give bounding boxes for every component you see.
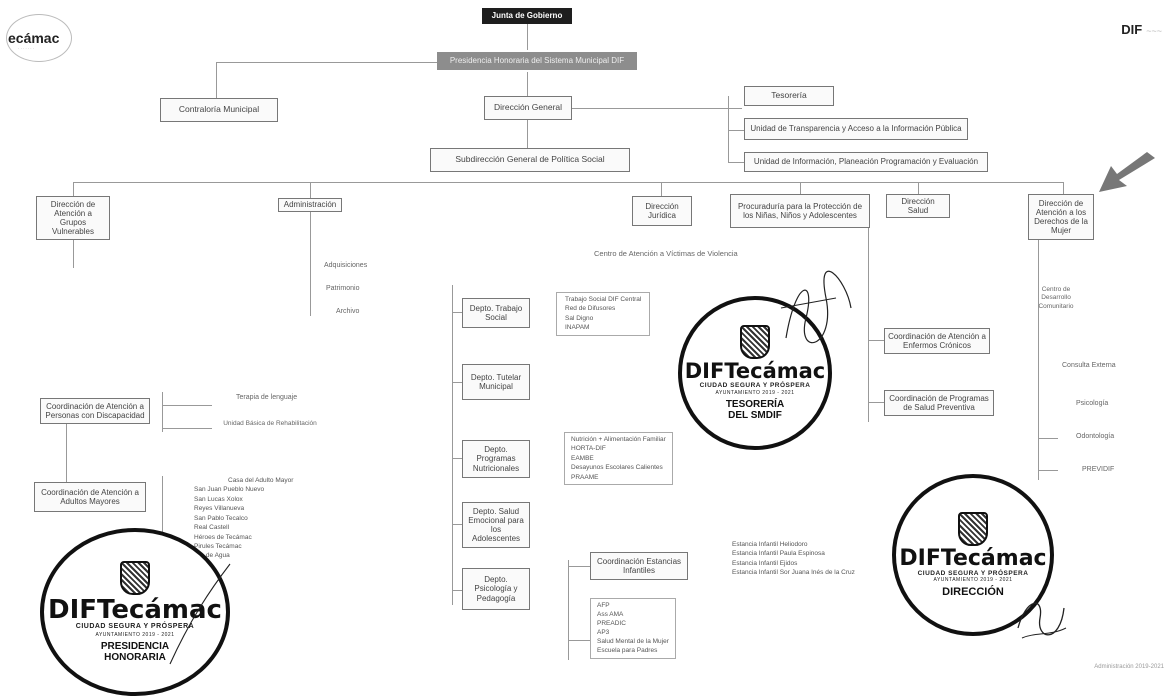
stamp-role: TESORERÍA DEL SMDIF bbox=[725, 398, 785, 421]
coord-estancias-box: Coordinación Estancias Infantiles bbox=[590, 552, 688, 580]
tesoreria-stamp: DIFTecámac CIUDAD SEGURA Y PRÓSPERA AYUN… bbox=[678, 296, 832, 450]
depto-trabajo-social-box: Depto. Trabajo Social bbox=[462, 298, 530, 328]
administracion-box: Administración bbox=[278, 198, 342, 212]
trabajo-list: Trabajo Social DIF Central Red de Difuso… bbox=[556, 292, 651, 336]
list-item: EAMBE bbox=[571, 454, 594, 462]
pointing-arrow-icon bbox=[1099, 152, 1155, 192]
unidad-informacion-box: Unidad de Información, Planeación Progra… bbox=[744, 152, 988, 172]
list-item: San Pablo Tecalco bbox=[194, 514, 248, 522]
patrimonio-label: Patrimonio bbox=[326, 285, 360, 292]
previdif-label: PREVIDIF bbox=[1082, 466, 1115, 473]
psico-list: AFP Ass AMA PREADIC AP3 Salud Mental de … bbox=[590, 598, 676, 659]
centro-victimas-label: Centro de Atención a Víctimas de Violenc… bbox=[594, 249, 738, 258]
stamp-period: AYUNTAMIENTO 2019 - 2021 bbox=[95, 631, 175, 638]
signature-icon bbox=[1017, 602, 1067, 639]
urbr-label: Unidad Básica de Rehabilitación bbox=[223, 420, 317, 427]
coat-of-arms-icon bbox=[120, 561, 150, 596]
depto-salud-emocional-box: Depto. Salud Emocional para los Adolesce… bbox=[462, 502, 530, 548]
coord-discapacidad-box: Coordinación de Atención a Personas con … bbox=[40, 398, 150, 424]
presidencia-stamp: DIFTecámac CIUDAD SEGURA Y PRÓSPERA AYUN… bbox=[40, 528, 230, 696]
contraloria-box: Contraloría Municipal bbox=[160, 98, 278, 122]
list-item: HORTA-DIF bbox=[571, 445, 606, 453]
list-item: Desayunos Escolares Calientes bbox=[571, 464, 663, 472]
dif-logo: DIF~~~ bbox=[1121, 22, 1162, 37]
list-item: Héroes de Tecámac bbox=[194, 533, 252, 541]
stamp-period: AYUNTAMIENTO 2019 - 2021 bbox=[933, 577, 1013, 584]
list-item: AFP bbox=[597, 602, 610, 609]
stamp-role: PRESIDENCIA HONORARIA bbox=[100, 640, 170, 663]
odontologia-label: Odontología bbox=[1076, 433, 1115, 440]
centro-desarrollo-label: Centro de Desarrollo Comunitario bbox=[1038, 286, 1074, 310]
footer-text: Administración 2019-2021 bbox=[1094, 664, 1164, 670]
direccion-stamp: DIFTecámac CIUDAD SEGURA Y PRÓSPERA AYUN… bbox=[892, 474, 1054, 636]
board-box: Junta de Gobierno bbox=[482, 8, 572, 24]
list-item: PRAAME bbox=[571, 473, 599, 481]
list-item: Escuela para Padres bbox=[597, 647, 658, 655]
list-item: AP3 bbox=[597, 629, 610, 637]
coord-preventiva-box: Coordinación de Programas de Salud Preve… bbox=[884, 390, 994, 416]
procuraduria-box: Procuraduría para la Protección de los N… bbox=[730, 194, 870, 228]
list-item: INAPAM bbox=[565, 324, 590, 332]
direccion-general-box: Dirección General bbox=[484, 96, 572, 120]
depto-nutricionales-box: Depto. Programas Nutricionales bbox=[462, 440, 530, 478]
dir-juridica-box: Dirección Jurídica bbox=[632, 196, 692, 226]
stamp-tagline: CIUDAD SEGURA Y PRÓSPERA bbox=[917, 569, 1029, 577]
list-item: Nutrición + Alimentación Familiar bbox=[571, 436, 666, 443]
psicologia-label: Psicología bbox=[1076, 400, 1109, 407]
list-item: Sal Digno bbox=[565, 314, 594, 322]
municipal-logo: ecámac · · · · · · · bbox=[4, 14, 76, 62]
estancias-list: Estancia Infantil Heliodoro Estancia Inf… bbox=[732, 540, 855, 578]
consulta-externa-label: Consulta Externa bbox=[1062, 362, 1116, 369]
tesoreria-box: Tesorería bbox=[744, 86, 834, 106]
stamp-role: DIRECCIÓN bbox=[942, 586, 1004, 599]
municipal-logo-text: ecámac bbox=[8, 30, 60, 46]
depto-psicologia-box: Depto. Psicología y Pedagogía bbox=[462, 568, 530, 610]
dir-mujer-box: Dirección de Atención a los Derechos de … bbox=[1028, 194, 1094, 240]
terapia-label: Terapia de lenguaje bbox=[236, 394, 298, 401]
list-item: PREADIC bbox=[597, 620, 626, 628]
signature-icon bbox=[780, 270, 852, 344]
list-item: Trabajo Social DIF Central bbox=[565, 296, 642, 303]
dir-salud-box: Dirección Salud bbox=[886, 194, 950, 218]
list-item: Ojo de Agua bbox=[194, 552, 230, 560]
list-item: Reyes Villanueva bbox=[194, 505, 245, 513]
list-item: San Juan Pueblo Nuevo bbox=[194, 486, 265, 494]
coat-of-arms-icon bbox=[958, 511, 988, 546]
signature-icon bbox=[169, 563, 231, 665]
presidency-box: Presidencia Honoraria del Sistema Munici… bbox=[437, 52, 637, 70]
stamp-tagline: CIUDAD SEGURA Y PRÓSPERA bbox=[75, 623, 195, 631]
adquisiciones-label: Adquisiciones bbox=[324, 262, 368, 269]
transparencia-box: Unidad de Transparencia y Acceso a la In… bbox=[744, 118, 968, 140]
list-item: Red de Difusores bbox=[565, 305, 616, 313]
nutri-list: Nutrición + Alimentación Familiar HORTA-… bbox=[564, 432, 673, 486]
archivo-label: Archivo bbox=[336, 308, 360, 315]
coord-cronicos-box: Coordinación de Atención a Enfermos Crón… bbox=[884, 328, 990, 354]
list-item: San Lucas Xolox bbox=[194, 495, 243, 503]
stamp-tagline: CIUDAD SEGURA Y PRÓSPERA bbox=[699, 382, 811, 390]
dir-grupos-vulnerables-box: Dirección de Atención a Grupos Vulnerabl… bbox=[36, 196, 110, 240]
subdireccion-box: Subdirección General de Política Social bbox=[430, 148, 630, 172]
list-item: Salud Mental de la Mujer bbox=[597, 638, 669, 646]
list-item: Estancia Infantil Paula Espinosa bbox=[732, 550, 825, 558]
list-item: Estancia Infantil Heliodoro bbox=[732, 541, 808, 548]
stamp-brand: DIFTecámac bbox=[899, 545, 1047, 571]
list-item: Ass AMA bbox=[597, 611, 624, 619]
list-item: Estancia Infantil Ejidos bbox=[732, 559, 798, 567]
depto-tutelar-box: Depto. Tutelar Municipal bbox=[462, 364, 530, 400]
stamp-period: AYUNTAMIENTO 2019 - 2021 bbox=[715, 389, 795, 396]
list-item: Pirules Tecámac bbox=[194, 542, 242, 550]
dif-logo-text: DIF bbox=[1121, 22, 1143, 37]
coord-adultos-box: Coordinación de Atención a Adultos Mayor… bbox=[34, 482, 146, 512]
coat-of-arms-icon bbox=[740, 325, 770, 360]
list-item: Casa del Adulto Mayor bbox=[228, 477, 294, 484]
list-item: Estancia Infantil Sor Juana Inés de la C… bbox=[732, 569, 855, 577]
stamp-brand: DIFTecámac bbox=[684, 359, 826, 384]
casas-list: Casa del Adulto Mayor San Juan Pueblo Nu… bbox=[194, 476, 293, 561]
list-item: Real Castell bbox=[194, 524, 230, 532]
